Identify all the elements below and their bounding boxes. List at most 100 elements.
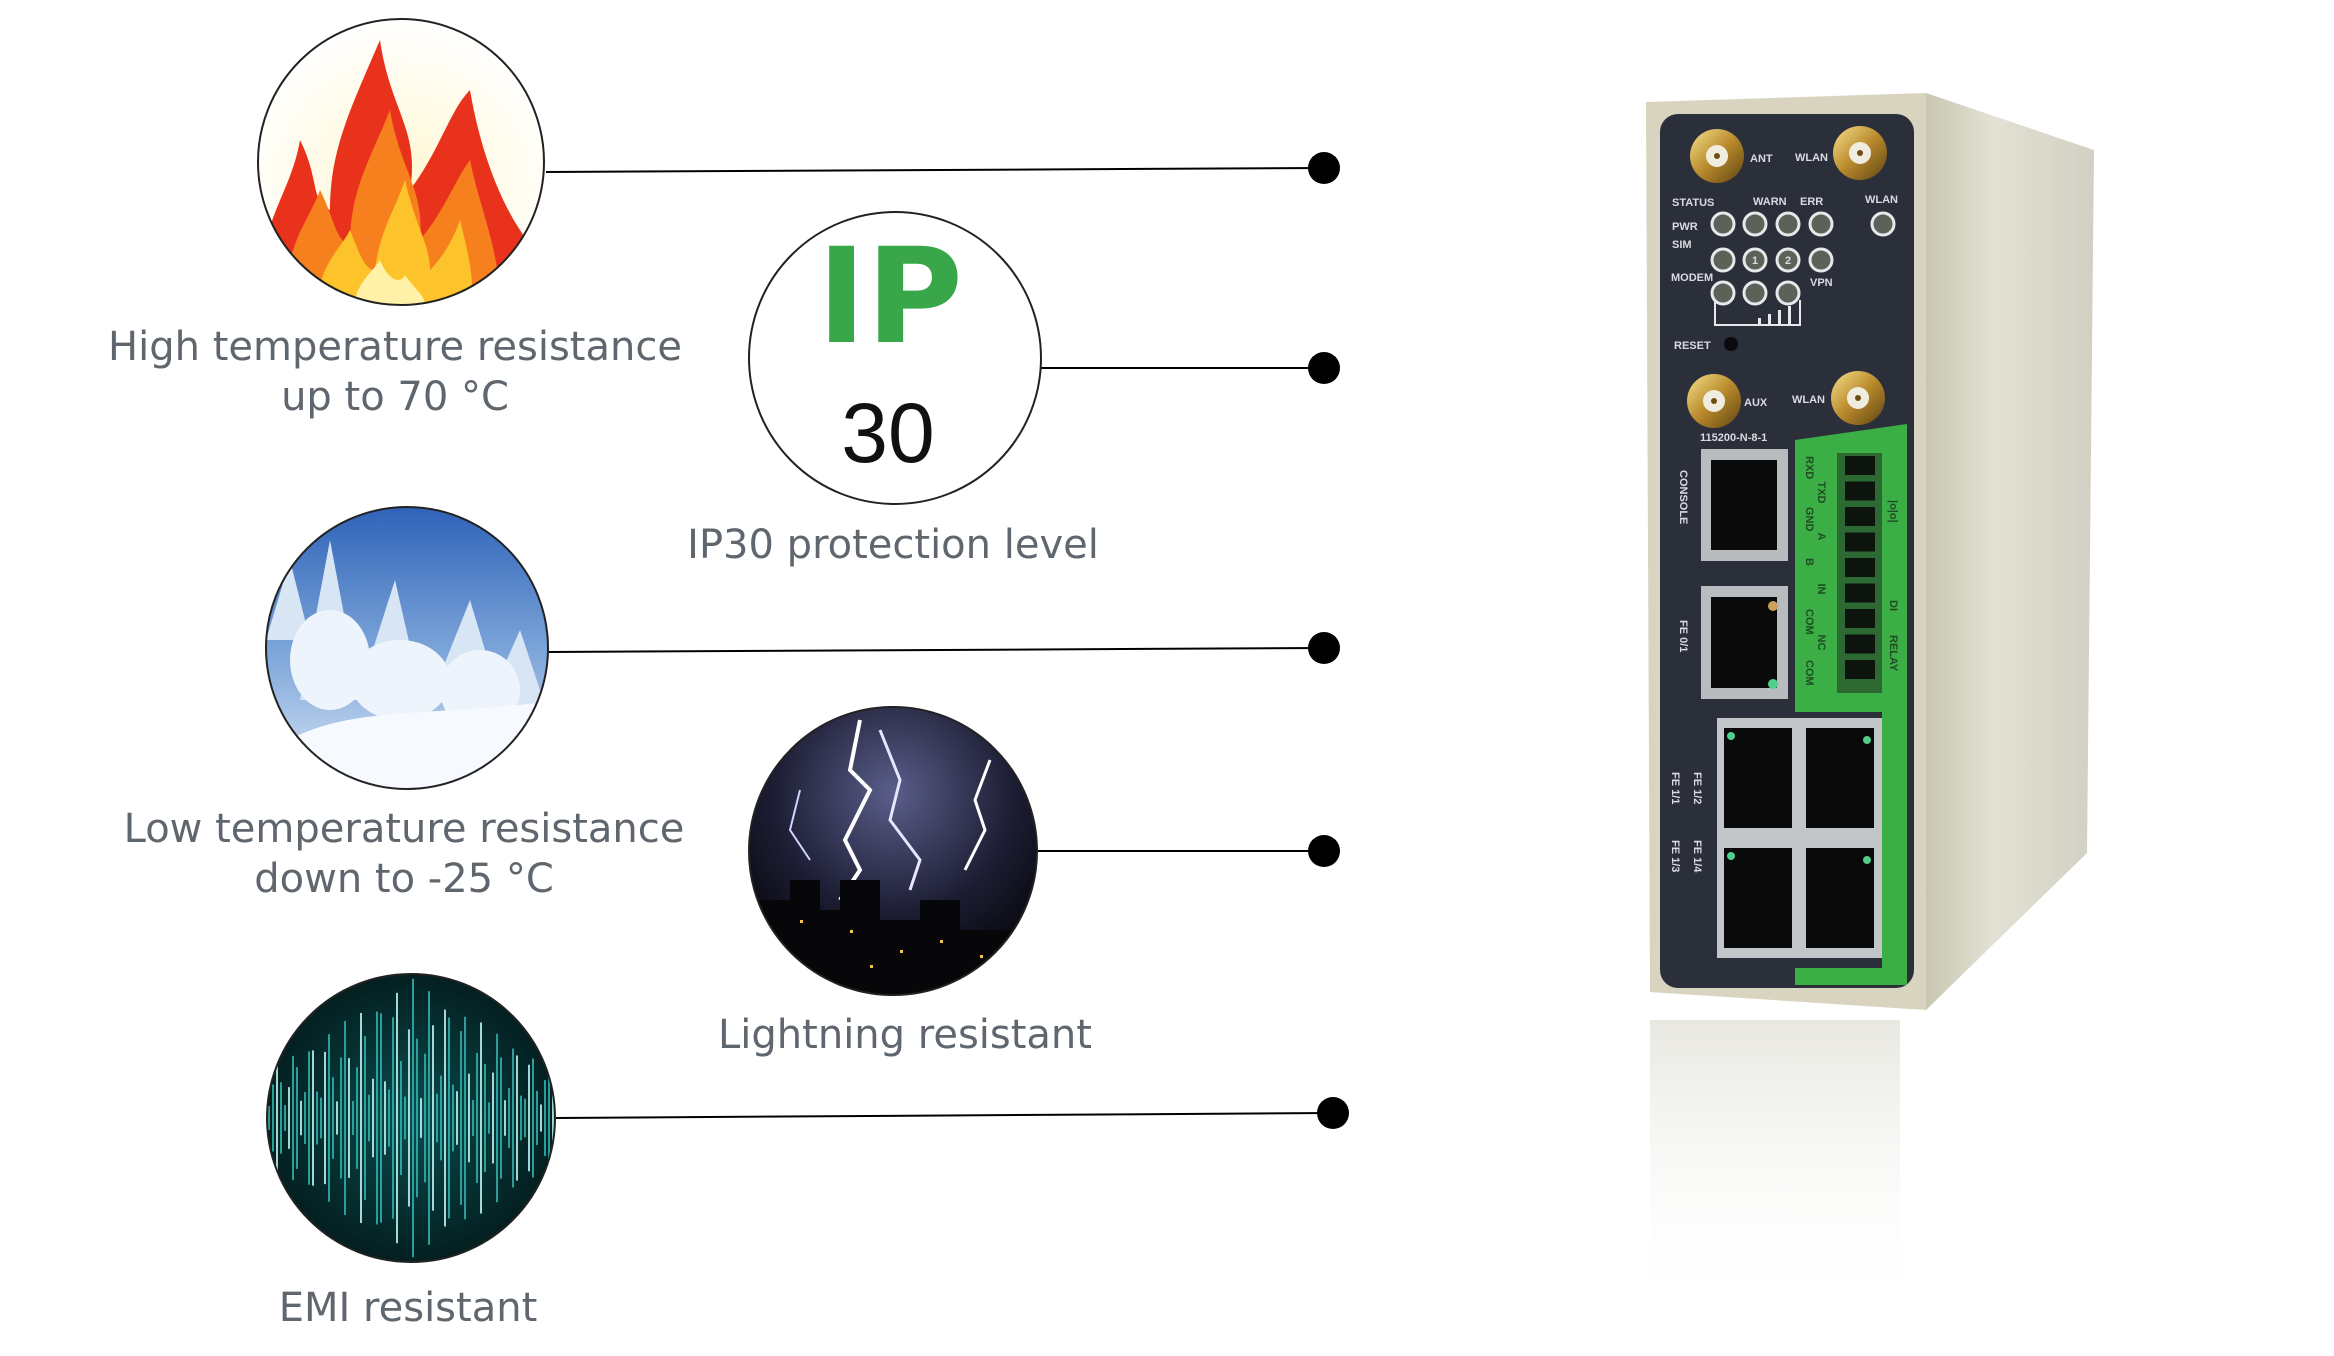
terminal-label: B: [1803, 558, 1815, 566]
wave-bar: [416, 1038, 418, 1198]
wave-bar: [536, 1090, 538, 1146]
connector-lines: [545, 152, 1349, 1129]
wave-bar: [464, 1016, 466, 1220]
wave-bar: [360, 1012, 362, 1224]
fe01-port[interactable]: [1701, 586, 1788, 699]
label-wlan-led: WLAN: [1865, 194, 1898, 206]
terminal-pin: [1845, 481, 1875, 501]
wave-bar: [472, 1099, 474, 1137]
led-signal-2: [1742, 280, 1768, 306]
terminal-label: GND: [1803, 507, 1815, 532]
led-sim1: [1742, 247, 1768, 273]
wave-bar: [272, 1084, 274, 1152]
connector-dot-low-temp: [1308, 632, 1340, 664]
terminal-pin: [1845, 558, 1875, 577]
led-signal-3: [1775, 280, 1801, 306]
connector-line-low-temp: [548, 647, 1323, 653]
connector-line-high-temp: [545, 167, 1323, 173]
label-vpn: VPN: [1810, 277, 1833, 289]
wave-bar: [516, 1055, 518, 1181]
wave-bar: [544, 1079, 546, 1157]
label-sim2: 2: [1785, 255, 1791, 267]
antenna-connector-ant: [1690, 129, 1744, 183]
label-wlan2: WLAN: [1792, 394, 1825, 406]
terminal-label: COM: [1803, 609, 1815, 635]
wave-bar: [332, 1077, 334, 1159]
terminal-pin: [1845, 532, 1875, 552]
fe13-port[interactable]: [1724, 848, 1792, 948]
label-reset: RESET: [1674, 340, 1711, 352]
label-pwr: PWR: [1672, 221, 1698, 233]
fe12-port[interactable]: [1806, 728, 1874, 828]
wave-bar: [456, 1091, 458, 1145]
wave-bar: [368, 1094, 370, 1142]
led-pwr: [1710, 211, 1736, 237]
wave-bar: [276, 1064, 278, 1172]
led-warn: [1775, 211, 1801, 237]
caption-emi: EMI resistant: [279, 1285, 538, 1331]
ip30-logo: IP 30: [748, 211, 1042, 505]
fire-image: [257, 18, 545, 306]
wave-bar: [408, 1029, 410, 1207]
wave-bar: [480, 1022, 482, 1214]
label-fe13: FE 1/3: [1669, 840, 1681, 872]
wave-bar: [312, 1050, 314, 1186]
wave-bar: [280, 1082, 282, 1154]
wave-bar: [296, 1067, 298, 1169]
lightning-storm-image: [748, 706, 1038, 996]
wave-bar: [384, 1081, 386, 1155]
connector-dot-high-temp: [1308, 152, 1340, 184]
caption-low-temp-line2: down to -25 °C: [254, 856, 554, 902]
label-fe12: FE 1/2: [1691, 772, 1703, 804]
terminal-label: RXD: [1803, 456, 1815, 479]
reset-button[interactable]: [1724, 337, 1738, 351]
wave-bar: [364, 1036, 366, 1200]
console-port[interactable]: [1701, 449, 1788, 561]
connector-dot-ip30: [1308, 352, 1340, 384]
wave-bar: [340, 1057, 342, 1179]
label-di: DI: [1887, 600, 1899, 611]
snowy-forest-image: [265, 506, 549, 790]
led-wlan: [1870, 211, 1896, 237]
label-aux: AUX: [1744, 397, 1768, 409]
device-reflection: [1650, 1020, 1900, 1320]
connector-dot-lightning: [1308, 835, 1340, 867]
wave-bar: [460, 1031, 462, 1205]
connector-dot-emi: [1317, 1097, 1349, 1129]
terminal-label: TXD: [1815, 482, 1827, 504]
caption-high-temp-line1: High temperature resistance: [108, 324, 682, 370]
wave-bar: [520, 1095, 522, 1141]
label-ant: ANT: [1750, 153, 1773, 165]
led-vpn: [1808, 247, 1834, 273]
terminal-pin: [1845, 456, 1875, 475]
wave-bar: [300, 1100, 302, 1136]
wave-bar: [492, 1072, 494, 1164]
sound-wave-image: [266, 973, 556, 1263]
label-err: ERR: [1800, 196, 1823, 208]
caption-high-temp-line2: up to 70 °C: [281, 374, 509, 420]
led-signal-1: [1710, 280, 1736, 306]
wave-bar: [500, 1057, 502, 1179]
wave-bar: [404, 1096, 406, 1140]
wave-bar: [548, 1066, 550, 1170]
label-status: STATUS: [1672, 197, 1714, 209]
fe11-port[interactable]: [1724, 728, 1792, 828]
label-serial-settings: 115200-N-8-1: [1700, 432, 1767, 444]
ip-logo-text: IP: [817, 220, 963, 374]
ip-logo-number: 30: [841, 386, 934, 480]
wave-bar: [540, 1104, 542, 1132]
quad-ethernet-block: [1717, 718, 1882, 958]
label-sim: SIM: [1672, 239, 1692, 251]
wave-bar: [308, 1051, 310, 1185]
label-fe14: FE 1/4: [1691, 840, 1703, 873]
terminal-pin: [1845, 660, 1875, 679]
wave-bar: [444, 1009, 446, 1227]
wave-bar: [452, 1084, 454, 1152]
antenna-connector-wlan2: [1831, 371, 1885, 425]
wave-bar: [344, 1021, 346, 1215]
terminal-label: COM: [1803, 660, 1815, 686]
terminal-pin: [1845, 583, 1875, 603]
caption-low-temp-line1: Low temperature resistance: [124, 806, 685, 852]
wave-bar: [320, 1097, 322, 1139]
fe14-port[interactable]: [1806, 848, 1874, 948]
